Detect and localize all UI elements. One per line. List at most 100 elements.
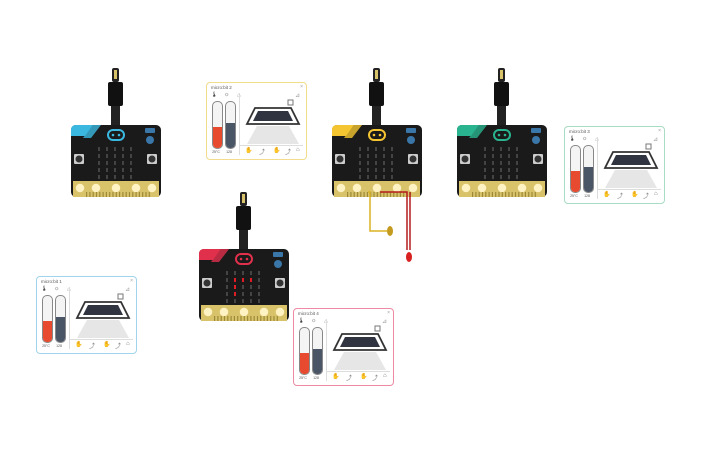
button-b-cap[interactable] <box>148 155 156 163</box>
led-r2c4[interactable] <box>516 161 518 165</box>
close-icon[interactable]: × <box>130 278 133 284</box>
led-r1c0[interactable] <box>98 154 100 158</box>
shake-gesture-icon[interactable]: ✋ <box>103 342 111 348</box>
led-r0c3[interactable] <box>250 271 252 275</box>
microbit-yellow-svg[interactable] <box>332 68 422 200</box>
led-r4c0[interactable] <box>359 175 361 179</box>
led-r0c2[interactable] <box>114 147 116 151</box>
led-r0c2[interactable] <box>500 147 502 151</box>
button-a-cap[interactable] <box>75 155 83 163</box>
button-b-cap[interactable] <box>534 155 542 163</box>
led-r4c1[interactable] <box>492 175 494 179</box>
led-r1c2[interactable] <box>375 154 377 158</box>
led-r1c0[interactable] <box>484 154 486 158</box>
shake-gesture-icon[interactable]: ✋ <box>631 192 639 198</box>
pin-icon[interactable]: ⊿ <box>124 287 130 293</box>
home-icon[interactable]: ⌂ <box>67 287 71 293</box>
accelerometer-board-illustration[interactable] <box>330 322 390 372</box>
home-gesture-icon[interactable]: ⌂ <box>654 191 658 197</box>
close-icon[interactable]: × <box>658 128 661 134</box>
tilt-gesture-icon[interactable]: ⤴ <box>643 194 650 200</box>
led-r0c0[interactable] <box>98 147 100 151</box>
pin-1[interactable] <box>476 182 488 194</box>
led-r2c2[interactable] <box>500 161 502 165</box>
led-r3c3[interactable] <box>383 168 385 172</box>
light-slider[interactable] <box>55 295 66 343</box>
led-r2c4[interactable] <box>258 285 260 289</box>
button-b-cap[interactable] <box>276 279 284 287</box>
shake-gesture-icon[interactable]: ✋ <box>603 192 611 198</box>
tilt-gesture-icon[interactable]: ⤴ <box>285 150 292 156</box>
home-gesture-icon[interactable]: ⌂ <box>383 373 387 379</box>
led-r2c0[interactable] <box>484 161 486 165</box>
led-r1c3[interactable] <box>250 278 252 282</box>
led-r2c2[interactable] <box>242 285 244 289</box>
microbit-cyan-svg[interactable] <box>71 68 161 200</box>
led-r3c2[interactable] <box>375 168 377 172</box>
tilt-gesture-icon[interactable]: ⤴ <box>115 344 122 350</box>
led-r0c3[interactable] <box>383 147 385 151</box>
led-r4c0[interactable] <box>226 299 228 303</box>
led-r0c1[interactable] <box>234 271 236 275</box>
pin-3[interactable] <box>130 182 142 194</box>
led-r0c0[interactable] <box>484 147 486 151</box>
led-r1c1[interactable] <box>367 154 369 158</box>
led-r4c0[interactable] <box>484 175 486 179</box>
red-led-icon[interactable] <box>406 252 412 262</box>
accelerometer-board-illustration[interactable] <box>601 140 661 190</box>
pin-4[interactable] <box>407 182 419 194</box>
tilt-gesture-icon[interactable]: ⤴ <box>372 376 379 382</box>
led-r3c4[interactable] <box>391 168 393 172</box>
led-r3c0[interactable] <box>98 168 100 172</box>
led-r4c1[interactable] <box>234 299 236 303</box>
close-icon[interactable]: × <box>387 310 390 316</box>
led-r4c1[interactable] <box>367 175 369 179</box>
led-r1c2[interactable] <box>500 154 502 158</box>
temperature-slider[interactable] <box>212 101 223 149</box>
pin-1[interactable] <box>90 182 102 194</box>
led-r2c3[interactable] <box>383 161 385 165</box>
led-r2c2[interactable] <box>375 161 377 165</box>
yellow-led-icon[interactable] <box>387 226 393 236</box>
led-r0c0[interactable] <box>226 271 228 275</box>
led-r1c4[interactable] <box>130 154 132 158</box>
led-r3c3[interactable] <box>122 168 124 172</box>
led-r1c0[interactable] <box>226 278 228 282</box>
led-r4c3[interactable] <box>250 299 252 303</box>
pin-icon[interactable]: ⊿ <box>652 137 658 143</box>
led-r2c2[interactable] <box>114 161 116 165</box>
led-r1c3[interactable] <box>383 154 385 158</box>
led-r3c1[interactable] <box>234 292 236 296</box>
led-r1c4[interactable] <box>391 154 393 158</box>
led-r2c0[interactable] <box>226 285 228 289</box>
led-r3c3[interactable] <box>250 292 252 296</box>
home-icon[interactable]: ⌂ <box>595 137 599 143</box>
led-r4c2[interactable] <box>375 175 377 179</box>
shake-gesture-icon[interactable]: ✋ <box>273 148 281 154</box>
led-r3c4[interactable] <box>258 292 260 296</box>
shake-gesture-icon[interactable]: ✋ <box>332 374 340 380</box>
led-r2c0[interactable] <box>98 161 100 165</box>
led-r4c4[interactable] <box>258 299 260 303</box>
close-icon[interactable]: × <box>300 84 303 90</box>
pin-1[interactable] <box>218 306 230 318</box>
pin-2[interactable] <box>110 182 122 194</box>
pin-4[interactable] <box>146 182 158 194</box>
led-r2c1[interactable] <box>234 285 236 289</box>
led-r4c4[interactable] <box>391 175 393 179</box>
led-r2c4[interactable] <box>130 161 132 165</box>
light-slider[interactable] <box>225 101 236 149</box>
led-r2c1[interactable] <box>106 161 108 165</box>
led-r0c4[interactable] <box>258 271 260 275</box>
led-r1c4[interactable] <box>258 278 260 282</box>
tilt-gesture-icon[interactable]: ⤴ <box>617 194 624 200</box>
led-r2c1[interactable] <box>492 161 494 165</box>
led-r0c4[interactable] <box>516 147 518 151</box>
led-r3c3[interactable] <box>508 168 510 172</box>
led-r2c4[interactable] <box>391 161 393 165</box>
led-r1c2[interactable] <box>242 278 244 282</box>
pin-3[interactable] <box>258 306 270 318</box>
temperature-slider[interactable] <box>570 145 581 193</box>
led-r3c2[interactable] <box>500 168 502 172</box>
led-r3c0[interactable] <box>359 168 361 172</box>
